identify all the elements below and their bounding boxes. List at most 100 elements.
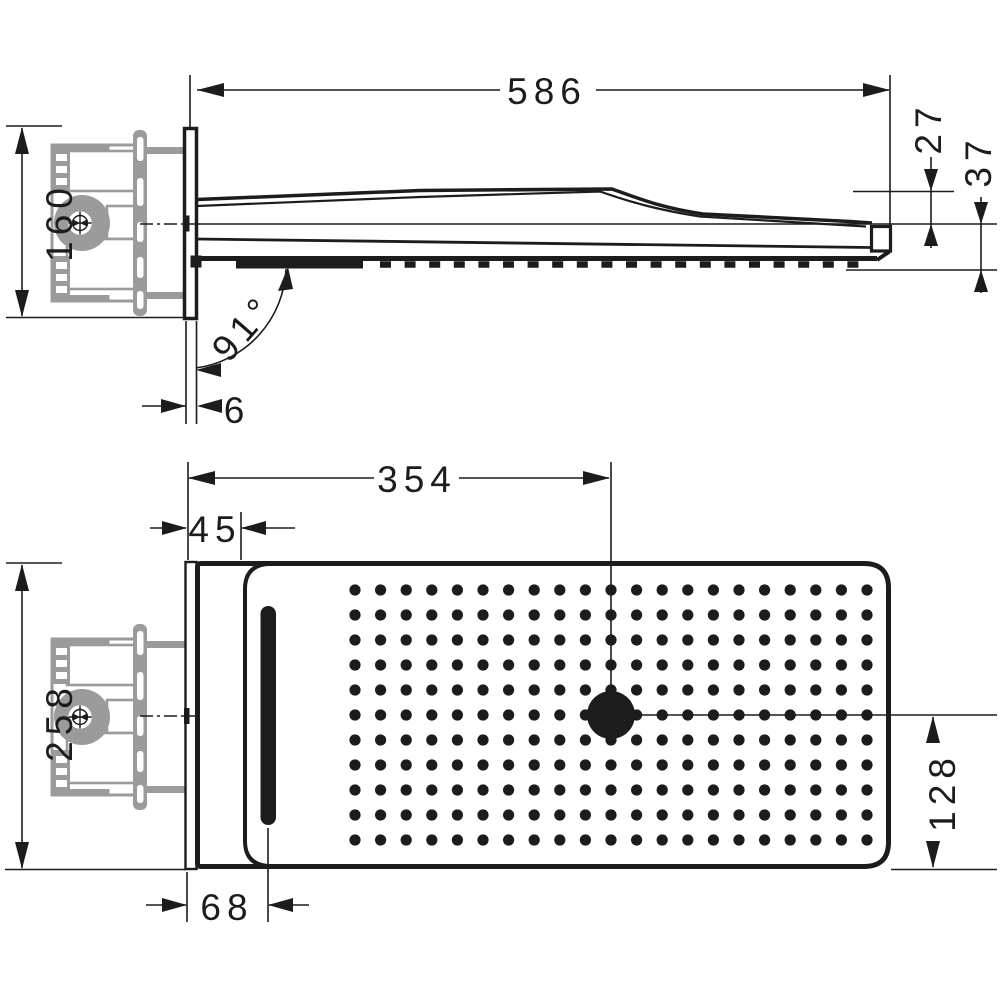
nozzle-dot — [579, 684, 592, 696]
nozzle-dot — [733, 759, 745, 771]
nozzle-dot — [656, 834, 668, 846]
nozzle-dot — [477, 684, 489, 696]
nozzle-dot — [579, 759, 592, 771]
nozzle-dot — [477, 834, 489, 846]
nozzle-dot — [759, 659, 771, 671]
nozzle-dot — [554, 709, 566, 721]
nozzle-dot — [400, 659, 412, 671]
nozzle-dot — [349, 659, 361, 671]
nozzle-dot — [733, 809, 745, 821]
nozzle-dot — [503, 684, 515, 696]
nozzle-dot — [477, 609, 489, 621]
nozzle-dot — [400, 584, 412, 596]
nozzle-dot — [810, 609, 822, 621]
bottom-view: 354 45 258 128 68 — [5, 459, 997, 928]
nozzle-dot — [579, 734, 592, 746]
nozzle-dot — [528, 809, 540, 821]
nozzle-dot — [503, 759, 515, 771]
arrow-160-top — [15, 127, 29, 154]
nozzle-dot — [707, 684, 720, 696]
nozzle-dot — [554, 809, 566, 821]
nozzle-dot — [528, 709, 540, 721]
nozzle-dot — [682, 834, 694, 846]
nozzle-dot — [477, 784, 489, 796]
nozzle-dot — [682, 609, 694, 621]
nozzle-dot — [682, 734, 694, 746]
nozzle-dot — [861, 609, 873, 621]
nozzle-dot — [707, 659, 720, 671]
nozzle-dot — [375, 834, 387, 846]
dim-label-128: 128 — [922, 752, 963, 832]
nozzle-dot — [375, 584, 387, 596]
center-nozzle — [587, 691, 635, 739]
nozzle-dot — [400, 759, 412, 771]
nozzle-dot — [682, 659, 694, 671]
head-top-contour — [196, 187, 873, 225]
nozzle-dot — [400, 809, 412, 821]
arrow-586-right — [863, 83, 890, 97]
nozzle-dot — [733, 684, 745, 696]
nozzle-dot — [631, 659, 643, 671]
nozzle-dot — [810, 634, 822, 646]
nozzle-dot — [375, 734, 387, 746]
arrow-68-left — [162, 898, 187, 912]
nozzle-dot — [426, 734, 438, 746]
arrow-37-lower — [974, 270, 988, 292]
nozzle-dot — [375, 634, 387, 646]
nozzle-dot — [375, 659, 387, 671]
nozzle-dot — [733, 834, 745, 846]
nozzle-dot — [810, 784, 822, 796]
nozzle-dot — [784, 759, 796, 771]
nozzle-dot — [631, 809, 643, 821]
face-panel-edge — [243, 561, 273, 869]
nozzle-dot — [503, 634, 515, 646]
nozzle-dot — [426, 659, 438, 671]
nozzle-dot — [579, 784, 592, 796]
nozzle-dot — [477, 759, 489, 771]
nozzle-dot — [605, 759, 617, 771]
nozzle-dot — [733, 634, 745, 646]
nozzle-dot — [528, 634, 540, 646]
nozzle-dot — [631, 684, 643, 696]
nozzle-dot — [528, 584, 540, 596]
nozzle-dot — [631, 584, 643, 596]
nozzle-dot — [400, 609, 412, 621]
nozzle-dot — [426, 759, 438, 771]
nozzle-dot — [631, 734, 643, 746]
nozzle-dot — [375, 684, 387, 696]
nozzle-dot — [784, 809, 796, 821]
nozzle-dot — [682, 584, 694, 596]
nozzle-dot — [656, 684, 668, 696]
nozzle-dot — [810, 759, 822, 771]
arrow-angle-face — [278, 267, 293, 291]
nozzle-dot — [631, 759, 643, 771]
nozzle-dot — [835, 584, 848, 596]
nozzle-dot — [375, 609, 387, 621]
nozzle-dot — [835, 809, 848, 821]
nozzle-dot — [426, 834, 438, 846]
nozzle-dot — [503, 734, 515, 746]
wall-joint — [190, 255, 202, 268]
nozzle-dot — [349, 684, 361, 696]
dim-label-91deg: 91° — [204, 286, 283, 369]
nozzle-dot — [733, 609, 745, 621]
nozzle-dot — [631, 784, 643, 796]
dim-label-258: 258 — [39, 682, 80, 762]
arrow-258-top — [15, 564, 29, 591]
nozzle-dot — [682, 684, 694, 696]
nozzle-dot — [835, 784, 848, 796]
nozzle-dot — [656, 784, 668, 796]
nozzle-dot — [400, 834, 412, 846]
nozzle-dot — [733, 584, 745, 596]
nozzle-dot — [656, 659, 668, 671]
nozzle-dot — [579, 659, 592, 671]
nozzle-dot — [349, 634, 361, 646]
nozzle-dot — [605, 834, 617, 846]
nozzle-dot — [451, 784, 463, 796]
nozzle-dot — [579, 834, 592, 846]
nozzle-dot — [375, 809, 387, 821]
nozzle-dot — [759, 634, 771, 646]
nozzle-dot — [503, 834, 515, 846]
arrow-68-right — [268, 898, 293, 912]
end-cap — [869, 224, 893, 253]
